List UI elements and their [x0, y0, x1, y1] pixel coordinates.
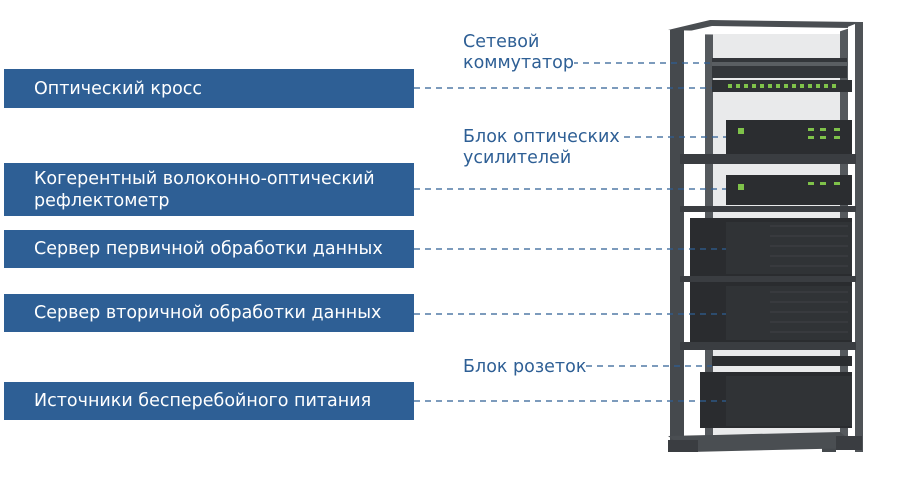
label-primary-server: Сервер первичной обработки данных — [4, 230, 414, 268]
label-optical-cross: Оптический кросс — [4, 69, 414, 108]
callout-optical-amplifiers: Блок оптических усилителей — [463, 127, 620, 169]
label-reflectometer: Когерентный волоконно-оптический рефлект… — [4, 163, 414, 216]
label-reflectometer-text: Когерентный волоконно-оптический рефлект… — [34, 168, 375, 211]
label-optical-cross-text: Оптический кросс — [34, 78, 203, 99]
label-ups-text: Источники бесперебойного питания — [34, 391, 372, 411]
callout-network-switch: Сетевой коммутатор — [463, 32, 574, 74]
label-primary-server-text: Сервер первичной обработки данных — [34, 239, 383, 259]
callout-power-strip: Блок розеток — [463, 357, 587, 378]
label-secondary-server-text: Сервер вторичной обработки данных — [34, 303, 382, 323]
label-secondary-server: Сервер вторичной обработки данных — [4, 294, 414, 332]
label-ups: Источники бесперебойного питания — [4, 382, 414, 420]
